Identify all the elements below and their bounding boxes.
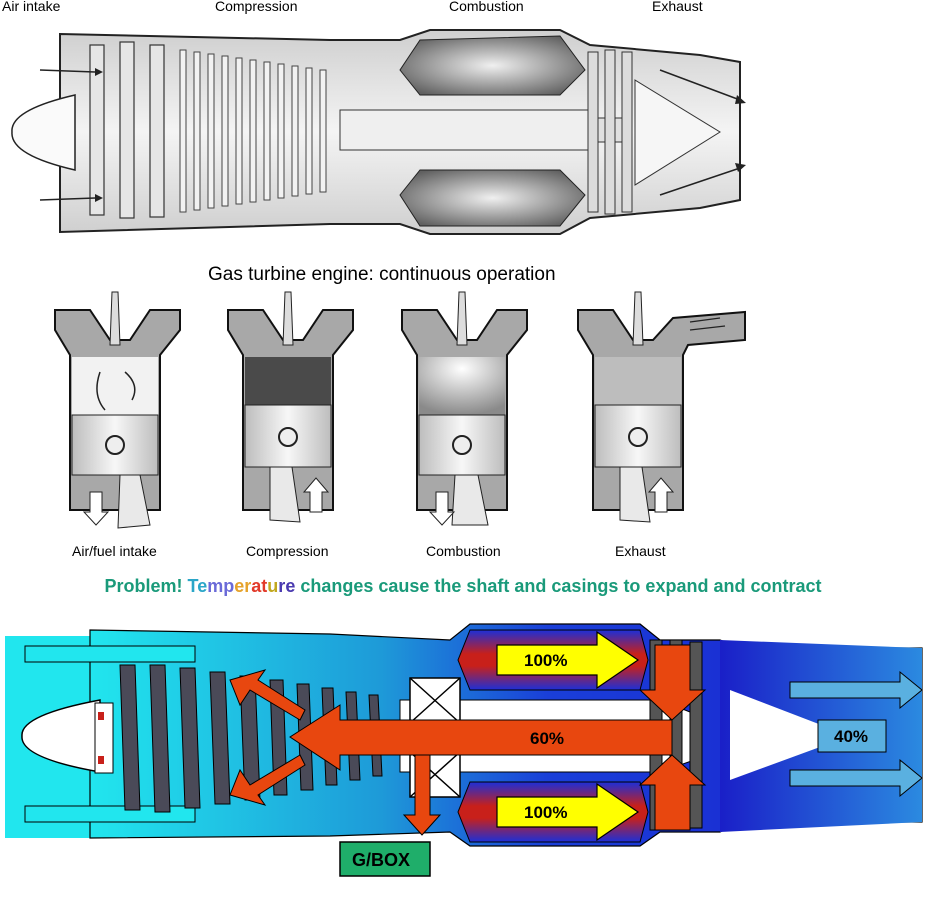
label-exhaust: Exhaust [652,0,703,14]
turbine-diagram-gray [11,29,746,235]
piston-compression [227,291,354,523]
piston-label-intake: Air/fuel intake [72,543,157,559]
piston-label-exhaust: Exhaust [615,543,666,559]
middle-title: Gas turbine engine: continuous operation [208,264,556,285]
piston-label-combustion: Combustion [426,543,501,559]
label-compression: Compression [215,0,298,14]
piston-diagrams [54,291,746,529]
label-combustor-bottom-pct: 100% [524,803,567,822]
problem-statement: Problem! Temperature changes cause the s… [104,576,822,596]
piston-intake [54,291,181,529]
label-combustion: Combustion [449,0,524,14]
label-air-intake: Air intake [2,0,61,14]
piston-exhaust [577,291,746,523]
label-combustor-top-pct: 100% [524,651,567,670]
label-gearbox: G/BOX [352,850,410,870]
label-shaft-pct: 60% [530,729,564,748]
piston-label-compression: Compression [246,543,329,559]
label-exhaust-pct: 40% [834,727,868,746]
piston-combustion [401,291,528,526]
